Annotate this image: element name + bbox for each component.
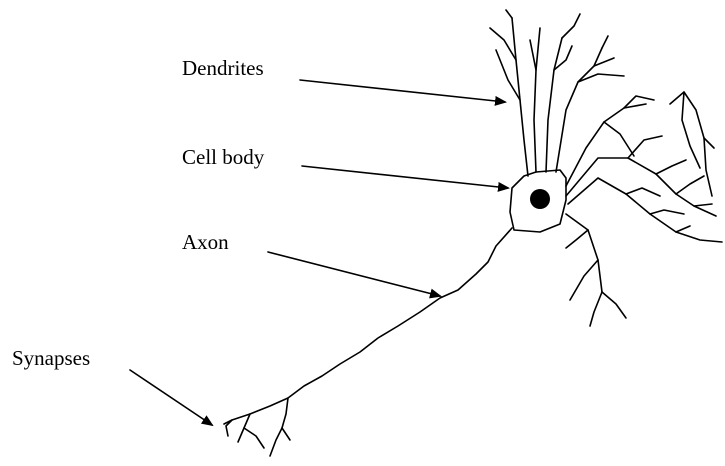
axon-label: Axon bbox=[182, 232, 229, 253]
synapses-arrow bbox=[130, 370, 212, 425]
cell-body-label: Cell body bbox=[182, 147, 264, 168]
axon bbox=[224, 228, 512, 424]
dendrites-label: Dendrites bbox=[182, 58, 264, 79]
dendrites bbox=[490, 10, 722, 326]
synapses-label: Synapses bbox=[12, 348, 90, 369]
cell-body-arrow bbox=[302, 166, 508, 188]
synapse-terminals bbox=[226, 398, 290, 456]
dendrites-arrow bbox=[300, 80, 505, 102]
axon-arrow bbox=[268, 252, 440, 296]
nucleus bbox=[530, 189, 550, 209]
